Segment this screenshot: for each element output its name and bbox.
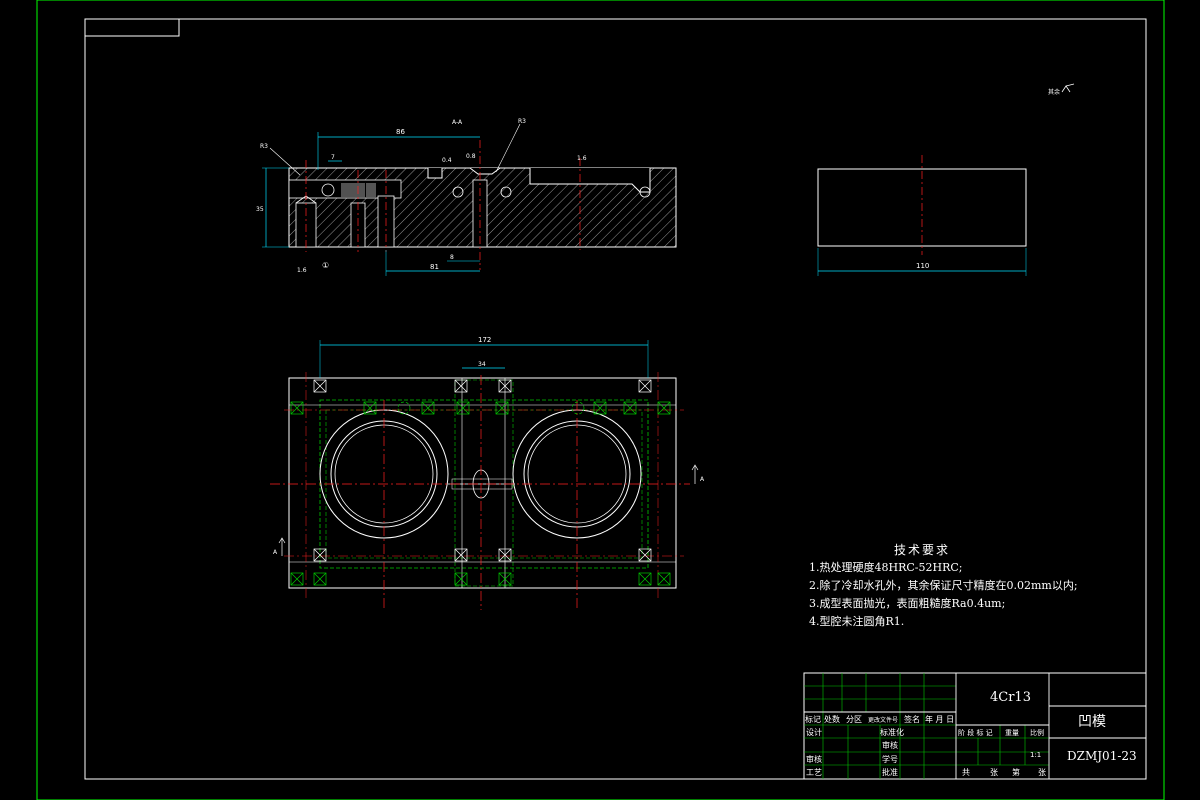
- bolt-hole-symbol: [593, 401, 607, 415]
- title-block: 标记 处数 分区 更改文件号 签名 年 月 日 设计 审核 工艺 标准化 审核 …: [803, 672, 1147, 780]
- tech-req-item-2: 2.除了冷却水孔外，其余保证尺寸精度在0.02mm以内;: [809, 578, 1078, 592]
- tb-header-0: 标记: [805, 714, 821, 724]
- bolt-hole-symbol: [454, 572, 468, 586]
- dim-front-left: 86: [396, 128, 405, 136]
- bolt-hole-symbol: [313, 548, 327, 562]
- section-label: A-A: [452, 119, 463, 126]
- roughness-note-text: 其余: [1048, 88, 1060, 96]
- bolt-hole-symbol: [290, 401, 304, 415]
- inner-drawing-border: [84, 18, 1147, 780]
- tb-weight-label: 重量: [1005, 729, 1019, 737]
- side-view: 110: [817, 155, 1027, 276]
- outer-sheet-border: [36, 0, 1165, 800]
- bolt-hole-symbol: [454, 548, 468, 562]
- tech-req-item-4: 4.型腔未注圆角R1.: [809, 614, 904, 628]
- bolt-hole-symbol: [638, 572, 652, 586]
- rough-3: 1.6: [577, 155, 587, 162]
- roughness-note: 其余: [1048, 83, 1075, 96]
- tb-header-4: 签名: [904, 714, 920, 724]
- bolt-hole-symbol: [657, 572, 671, 586]
- bolt-hole-symbol: [313, 379, 327, 393]
- tb-scale-value: 1:1: [1030, 751, 1041, 759]
- section-arrow-a-left: A: [273, 549, 278, 556]
- tb-sheet-unit-1: 张: [990, 768, 998, 777]
- tech-req-item-1: 1.热处理硬度48HRC-52HRC;: [809, 560, 963, 574]
- bolt-hole-symbol: [495, 401, 509, 415]
- bolt-hole-symbol: [456, 401, 470, 415]
- bolt-hole-symbol: [421, 401, 435, 415]
- tb-material: 4Cr13: [990, 690, 1031, 705]
- tb-sheet-no: 第: [1012, 767, 1020, 777]
- tb-sheet-unit-2: 张: [1038, 768, 1046, 777]
- dim-plan-width: 172: [478, 336, 491, 344]
- technical-requirements: 技术要求 1.热处理硬度48HRC-52HRC; 2.除了冷却水孔外，其余保证尺…: [809, 543, 1078, 628]
- tech-req-title: 技术要求: [894, 543, 950, 557]
- tb-sheet-total: 共: [962, 768, 970, 777]
- bolt-hole-symbol: [638, 548, 652, 562]
- tb-col-standard: 标准化: [880, 727, 904, 737]
- tag-r3-right: R3: [518, 118, 526, 125]
- tb-header-2: 分区: [846, 715, 862, 724]
- dim-front-bottom-small: 8: [450, 254, 454, 261]
- section-arrow-a-right: A: [700, 476, 705, 483]
- rough-4: 1.6: [297, 267, 307, 274]
- tb-drawing-no: DZMJ01-23: [1067, 749, 1137, 763]
- tb-col-student-no: 学号: [882, 754, 898, 764]
- front-section-view: 86 A-A 7 35 81 8 R3 R3 0.4 0.8 1.6 1.6 ①: [256, 118, 677, 276]
- hidden-hole-circle: [397, 401, 411, 415]
- tb-col-review: 审核: [882, 740, 898, 750]
- bolt-hole-symbol: [363, 401, 377, 415]
- tb-stage-label: 阶 段 标 记: [958, 728, 993, 737]
- tb-col-approve: 批准: [882, 767, 898, 777]
- bolt-hole-symbol: [498, 379, 512, 393]
- circle-mark: ①: [322, 261, 329, 270]
- tb-header-1: 处数: [824, 714, 840, 724]
- dim-plan-center: 34: [478, 361, 486, 368]
- bolt-hole-symbol: [498, 548, 512, 562]
- dim-front-small: 7: [331, 154, 335, 161]
- bolt-hole-symbol: [657, 401, 671, 415]
- bolt-hole-symbol: [638, 379, 652, 393]
- tb-part-name: 凹模: [1078, 714, 1106, 730]
- tag-r3-left: R3: [260, 143, 268, 150]
- tb-row-process: 工艺: [806, 768, 822, 777]
- dim-front-bottom: 81: [430, 263, 439, 271]
- bolt-hole-symbol: [454, 379, 468, 393]
- bolt-hole-symbol: [290, 572, 304, 586]
- tech-req-item-3: 3.成型表面抛光，表面粗糙度Ra0.4um;: [809, 596, 1005, 610]
- tb-scale-label: 比例: [1030, 728, 1044, 737]
- plan-view: 172 34 A: [270, 336, 705, 610]
- tb-header-5: 年 月 日: [925, 714, 954, 724]
- dim-side-width: 110: [916, 262, 929, 270]
- rough-1: 0.4: [442, 157, 452, 164]
- top-left-label-box: [84, 18, 180, 37]
- tb-row-design: 设计: [806, 727, 822, 737]
- dim-front-height: 35: [256, 206, 264, 213]
- plan-outline: [288, 377, 677, 589]
- bolt-hole-symbol: [623, 401, 637, 415]
- bolt-hole-symbols: [290, 379, 671, 586]
- bolt-hole-symbol: [313, 572, 327, 586]
- rough-2: 0.8: [466, 153, 476, 160]
- bolt-hole-symbol: [498, 572, 512, 586]
- tb-header-3: 更改文件号: [868, 716, 898, 724]
- hidden-hole-circle: [571, 401, 585, 415]
- tb-row-review: 审核: [806, 754, 822, 764]
